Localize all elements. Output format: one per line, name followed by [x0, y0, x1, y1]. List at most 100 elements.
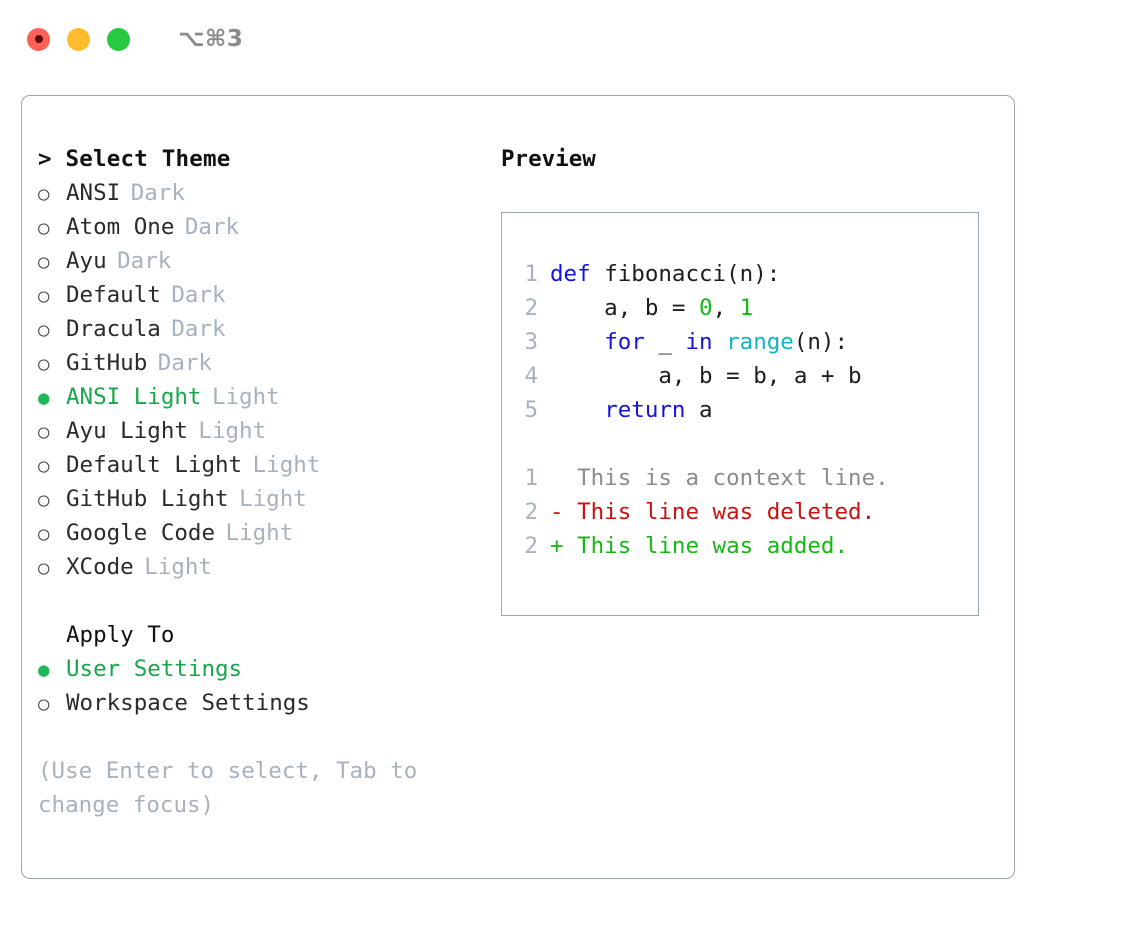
code-text: def fibonacci(n): — [550, 257, 780, 291]
code-text: return a — [550, 393, 713, 427]
preview-title: Preview — [501, 146, 596, 172]
close-button[interactable] — [27, 27, 50, 51]
code-token: in — [685, 329, 713, 355]
maximize-button[interactable] — [107, 27, 130, 51]
theme-picker-pane: > Select Theme ○ ANSI Dark ○ Atom One Dark ○ Ay… — [22, 142, 492, 878]
diff-text: This is a context line. — [577, 465, 889, 491]
theme-kind-badge: Dark — [130, 180, 185, 206]
code-line: 3 for _ in range(n): — [520, 325, 978, 359]
window-title: ⌥⌘3 — [178, 26, 244, 52]
code-token — [713, 329, 727, 355]
diff-line: 2- This line was deleted. — [520, 495, 978, 529]
theme-name: ANSI — [66, 180, 121, 206]
radio-unselected-icon[interactable]: ○ — [38, 489, 50, 511]
line-number: 1 — [524, 465, 538, 491]
page-title: > Select Theme — [38, 146, 231, 172]
line-number: 1 — [524, 261, 538, 287]
radio-unselected-icon[interactable]: ○ — [38, 285, 50, 307]
code-token: (n): — [793, 329, 849, 355]
radio-unselected-icon[interactable]: ○ — [38, 217, 50, 239]
code-token: a, b = — [550, 295, 700, 321]
theme-list-item[interactable]: ○ Ayu Light Light — [38, 414, 492, 448]
line-number: 2 — [524, 499, 538, 525]
list-spacer — [38, 584, 492, 618]
radio-unselected-icon[interactable]: ○ — [38, 319, 50, 341]
theme-name: Default Light — [66, 452, 243, 478]
radio-unselected-icon[interactable]: ○ — [38, 353, 50, 375]
code-token: a — [685, 397, 713, 423]
code-token: for — [604, 329, 645, 355]
diff-line: 1 This is a context line. — [520, 461, 978, 495]
code-token: , — [712, 295, 740, 321]
diff-marker: + — [550, 533, 578, 559]
theme-name: Atom One — [66, 214, 175, 240]
code-token: return — [604, 397, 686, 423]
code-line: 2 a, b = 0, 1 — [520, 291, 978, 325]
radio-unselected-icon[interactable]: ○ — [38, 557, 50, 579]
radio-unselected-icon[interactable]: ○ — [38, 183, 50, 205]
code-token: _ — [644, 329, 686, 355]
code-line: 5 return a — [520, 393, 978, 427]
diff-marker: - — [550, 499, 578, 525]
apply-to-option[interactable]: ● User Settings — [38, 652, 492, 686]
theme-kind-badge: Light — [144, 554, 212, 580]
diff-text: This line was added. — [577, 533, 849, 559]
radio-unselected-icon[interactable]: ○ — [38, 421, 50, 443]
theme-name: GitHub Light — [66, 486, 229, 512]
theme-kind-badge: Light — [198, 418, 267, 444]
theme-list-item[interactable]: ● ANSI Light Light — [38, 380, 492, 414]
line-number: 2 — [524, 295, 538, 321]
diff-line: 2+ This line was added. — [520, 529, 978, 563]
apply-to-label-text: Workspace Settings — [66, 690, 310, 716]
keyboard-hint: (Use Enter to select, Tab to change focu… — [38, 758, 418, 818]
theme-kind-badge: Light — [252, 452, 321, 478]
main-panel: > Select Theme ○ ANSI Dark ○ Atom One Dark ○ Ay… — [21, 95, 1015, 879]
radio-unselected-icon[interactable]: ○ — [38, 455, 50, 477]
line-number: 5 — [524, 397, 538, 423]
code-line: 4 a, b = b, a + b — [520, 359, 978, 393]
theme-name: Ayu — [66, 248, 107, 274]
apply-to-label-text: User Settings — [66, 656, 243, 682]
line-number: 3 — [524, 329, 538, 355]
theme-kind-badge: Light — [211, 384, 280, 410]
radio-unselected-icon[interactable]: ○ — [38, 693, 50, 715]
theme-name: Dracula — [66, 316, 161, 342]
theme-list-item[interactable]: ○ XCode Light — [38, 550, 492, 584]
theme-kind-badge: Dark — [184, 214, 240, 240]
radio-unselected-icon[interactable]: ○ — [38, 251, 50, 273]
radio-unselected-icon[interactable]: ○ — [38, 523, 50, 545]
theme-list-item[interactable]: ○ Atom One Dark — [38, 210, 492, 244]
code-token: range — [726, 329, 794, 355]
code-text: a, b = 0, 1 — [550, 291, 753, 325]
code-gap — [520, 427, 978, 461]
theme-name: Google Code — [66, 520, 216, 546]
minimize-button[interactable] — [67, 27, 90, 51]
theme-name: GitHub — [66, 350, 148, 376]
code-text: for _ in range(n): — [550, 325, 848, 359]
code-token: 0 — [699, 295, 713, 321]
code-token: fibonacci(n): — [604, 261, 781, 287]
code-line: 1 def fibonacci(n): — [520, 257, 978, 291]
theme-name: XCode — [66, 554, 134, 580]
theme-name: Ayu Light — [66, 418, 188, 444]
title-bar: ⌥⌘3 — [0, 0, 1140, 78]
diff-block: 1 This is a context line.2- This line wa… — [520, 461, 978, 563]
code-token: a, b = b, a + b — [550, 363, 862, 389]
theme-list-item[interactable]: ○ Default Light Light — [38, 448, 492, 482]
radio-selected-icon[interactable]: ● — [38, 387, 50, 409]
radio-selected-icon[interactable]: ● — [38, 659, 50, 681]
apply-to-option[interactable]: ○ Workspace Settings — [38, 686, 492, 720]
theme-name: ANSI Light — [66, 384, 202, 410]
theme-list-item[interactable]: ○ ANSI Dark — [38, 176, 492, 210]
